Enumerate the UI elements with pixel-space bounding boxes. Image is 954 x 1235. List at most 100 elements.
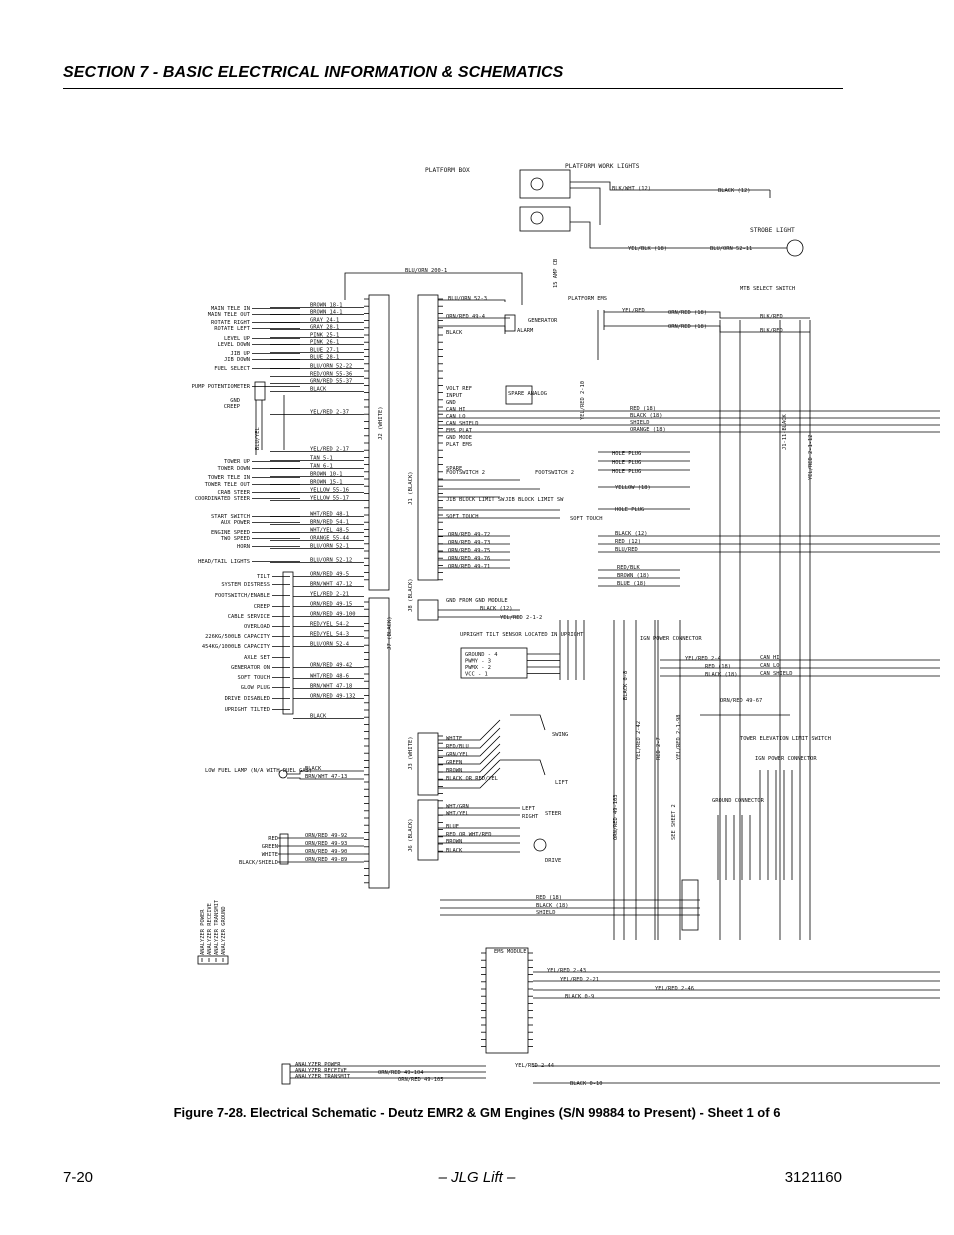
- wire-label: YEL/RED 2-44: [515, 1063, 554, 1069]
- wire-label: WHT/YEL 48-5: [310, 528, 349, 534]
- wire-label: CAN SHIELD: [760, 671, 792, 677]
- wire-label: ORN/RED 49-73: [448, 540, 490, 546]
- wire-label: YEL/RED: [622, 308, 645, 314]
- wire-label: GND FROM GND MODULE: [446, 598, 508, 604]
- wire-label: TAN 6-1: [310, 464, 333, 470]
- connector-pin-label: SPARE: [446, 466, 462, 472]
- wire-label: WHT/RED 48-6: [310, 674, 349, 680]
- function-label: CREEP: [254, 604, 270, 610]
- function-label: START SWITCH: [211, 514, 250, 520]
- connector-pin-label: GND MODE: [446, 435, 472, 441]
- analyzer-label: ANALYZER RECEIVE: [207, 903, 213, 955]
- function-label: ENGINE SPEED: [211, 530, 250, 536]
- wire-label: ORN/RED 49-71: [448, 564, 490, 570]
- function-label: TOWER TELE IN: [208, 475, 250, 481]
- wire-label: BLACK: [310, 387, 327, 393]
- wire-label: ORN/RED 49-104: [378, 1070, 423, 1076]
- document-number: 3121160: [784, 1169, 842, 1186]
- vertical-wire-label: J1-11-BLACK: [782, 414, 788, 450]
- connector-j6-block: [417, 799, 439, 861]
- tilt-sensor-row: VCC - 1: [465, 672, 488, 678]
- spare-analog-label: SPARE ANALOG: [508, 391, 547, 397]
- function-label: MAIN TELE IN: [211, 306, 250, 312]
- wire-label: RED (12): [615, 539, 641, 545]
- wire-label: ORN/RED (18): [668, 324, 707, 330]
- wire-label: BRN/RED 54-1: [310, 520, 349, 526]
- wire-label: YEL/RED 2-37: [310, 410, 349, 416]
- wire-label: BLACK (18): [630, 413, 662, 419]
- analyzer-label: ANALYZER POWER: [295, 1062, 341, 1068]
- wire-label: BLK/RED: [760, 328, 783, 334]
- wire-label: BROWN 15-1: [310, 480, 342, 486]
- wire-label: BLACK: [446, 848, 463, 854]
- wire-label: BROWN 10-1: [310, 472, 342, 478]
- connector-pin-label: CAN LO: [446, 414, 465, 420]
- jib-limit-label: JIB BLOCK LIMIT SW: [505, 497, 564, 503]
- wire-label: BROWN: [446, 839, 462, 845]
- wire-label: BLACK (18): [705, 672, 737, 678]
- platform-ems-label: PLATFORM EMS: [568, 296, 607, 302]
- connector-j8-block: [417, 599, 439, 621]
- function-label: TOWER UP: [224, 459, 250, 465]
- work-lights-label: PLATFORM WORK LIGHTS: [565, 163, 640, 170]
- platform-box-label: PLATFORM BOX: [425, 167, 470, 174]
- function-label: ROTATE LEFT: [214, 326, 250, 332]
- footswitch-label: FOOTSWITCH 2: [535, 470, 574, 476]
- ems-module-block: [485, 947, 529, 1054]
- wire-label: ORANGE (18): [630, 427, 666, 433]
- wire-label: BLACK (18): [536, 903, 568, 909]
- function-label: TOWER DOWN: [218, 466, 250, 472]
- wire-label: WHT/GRN: [446, 804, 469, 810]
- function-label: AUX POWER: [221, 520, 251, 526]
- wire-label: BLACK (12): [615, 531, 647, 537]
- connector-label-j3: J3 (WHITE): [408, 736, 414, 770]
- connector-pin-label: SOFT TOUCH: [446, 514, 478, 520]
- analyzer-label: ANALYZER TRANSMIT: [214, 899, 220, 955]
- tilt-sensor-row: PWMY - 3: [465, 659, 491, 665]
- connector-label-j8: J8 (BLACK): [408, 578, 414, 612]
- connector-label-j2: J2 (WHITE): [378, 406, 384, 440]
- wire-label: RED/BLU: [446, 744, 469, 750]
- wire-label: RED (18): [536, 895, 562, 901]
- wire-label: RED/YEL 54-2: [310, 622, 349, 628]
- section-title: SECTION 7 - BASIC ELECTRICAL INFORMATION…: [63, 64, 564, 81]
- connector-label-j1: J1 (BLACK): [408, 471, 414, 505]
- analyzer-label: ANALYZER POWER: [200, 909, 206, 955]
- wire-label: ORN/RED 49-72: [448, 532, 490, 538]
- vertical-wire-label: YEL/RED 2-1-12: [808, 435, 814, 480]
- wire-label: ORN/RED 49-15: [310, 602, 352, 608]
- connector-pin-label: JIB BLOCK LIMIT SW: [446, 497, 505, 503]
- wire-label: GRN/RED 55-37: [310, 379, 352, 385]
- wire-label: GRAY 24-1: [310, 318, 339, 324]
- connector-j1-block: [417, 294, 439, 581]
- function-label: LEVEL UP: [224, 336, 250, 342]
- tilt-sensor-block: [460, 647, 528, 679]
- page-number: 7-20: [63, 1169, 94, 1186]
- footer-brand: – JLG Lift –: [438, 1169, 516, 1186]
- wire-label: ORN/RED 49-93: [305, 841, 347, 847]
- analyzer-label: ANALYZER TRANSMIT: [295, 1074, 351, 1080]
- steer-label: STEER: [545, 811, 562, 817]
- wire-label: PINK 25-1: [310, 333, 339, 339]
- wire-label: BLU/RED: [615, 547, 638, 553]
- wire-label: ORN/RED 49-75: [448, 548, 490, 554]
- function-label: SYSTEM DISTRESS: [221, 582, 270, 588]
- spare-analog-block: [505, 385, 533, 405]
- wire-label: GRN/YEL: [446, 752, 469, 758]
- wire-label: ORN/RED 49-42: [310, 663, 352, 669]
- wire-label: BLACK 0-10: [570, 1081, 602, 1087]
- wire-label: BROWN: [446, 768, 462, 774]
- tilt-sensor-row: PWMX - 2: [465, 665, 491, 671]
- schematic-label: CREEP: [224, 404, 240, 410]
- wire-label: WHITE: [446, 736, 462, 742]
- wire-label: ORN/RED 49-67: [720, 698, 762, 704]
- wire-label: HOLE PLUG: [612, 451, 641, 457]
- wire-label: ORN/RED 49-5: [310, 572, 349, 578]
- vertical-wire-label: YEL/RED 2-1-98: [676, 715, 682, 760]
- steer-left-label: LEFT: [522, 806, 536, 812]
- lift-label: LIFT: [555, 780, 569, 786]
- wire-label: YEL/RED 2-17: [310, 447, 349, 453]
- function-label: PUMP POTENTIOMETER: [192, 384, 251, 390]
- wire-label: RED (18): [705, 664, 731, 670]
- header-rule: [63, 88, 843, 89]
